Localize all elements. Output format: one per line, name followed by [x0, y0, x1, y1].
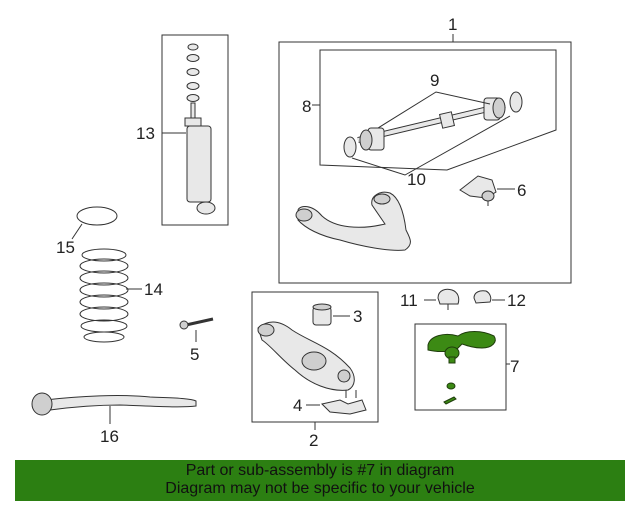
ball-joint-6[interactable] [459, 175, 497, 206]
callout-14: 14 [144, 280, 163, 299]
bushing-3[interactable] [312, 303, 332, 326]
callout-13: 13 [136, 124, 155, 143]
banner-line-2: Diagram may not be specific to your vehi… [165, 480, 475, 497]
shock-absorber[interactable] [184, 43, 216, 215]
info-banner: Part or sub-assembly is #7 in diagram Di… [15, 460, 625, 501]
group-box-1 [278, 41, 572, 284]
upper-control-arm[interactable] [295, 191, 411, 251]
callout-15: 15 [56, 238, 75, 257]
callout-2: 2 [309, 431, 318, 450]
banner-line-1: Part or sub-assembly is #7 in diagram [185, 462, 455, 479]
callout-3: 3 [353, 307, 362, 326]
bump-stop-12[interactable] [473, 290, 492, 304]
spring-insulator[interactable] [76, 206, 118, 226]
bump-stop-11[interactable] [437, 288, 460, 310]
ball-joint-7-highlighted[interactable] [427, 331, 496, 405]
callout-5: 5 [190, 345, 199, 364]
ball-joint-4[interactable] [321, 390, 367, 415]
callout-9: 9 [430, 71, 439, 90]
callout-10: 10 [407, 170, 426, 189]
callout-1: 1 [448, 15, 457, 34]
bolt-5[interactable] [179, 317, 214, 330]
callout-12: 12 [507, 291, 526, 310]
callout-16: 16 [100, 427, 119, 446]
callout-6: 6 [517, 181, 526, 200]
group-box-7 [414, 323, 507, 411]
lower-control-arm[interactable] [257, 321, 355, 391]
callout-4: 4 [293, 396, 302, 415]
coil-spring[interactable] [79, 248, 129, 343]
group-box-8 [319, 49, 557, 171]
group-box-13 [161, 34, 229, 226]
callout-11: 11 [400, 291, 418, 310]
callout-8: 8 [302, 97, 311, 116]
callout-7: 7 [510, 357, 519, 376]
bushing-shaft[interactable] [343, 91, 523, 158]
strut-rod[interactable] [31, 392, 197, 416]
